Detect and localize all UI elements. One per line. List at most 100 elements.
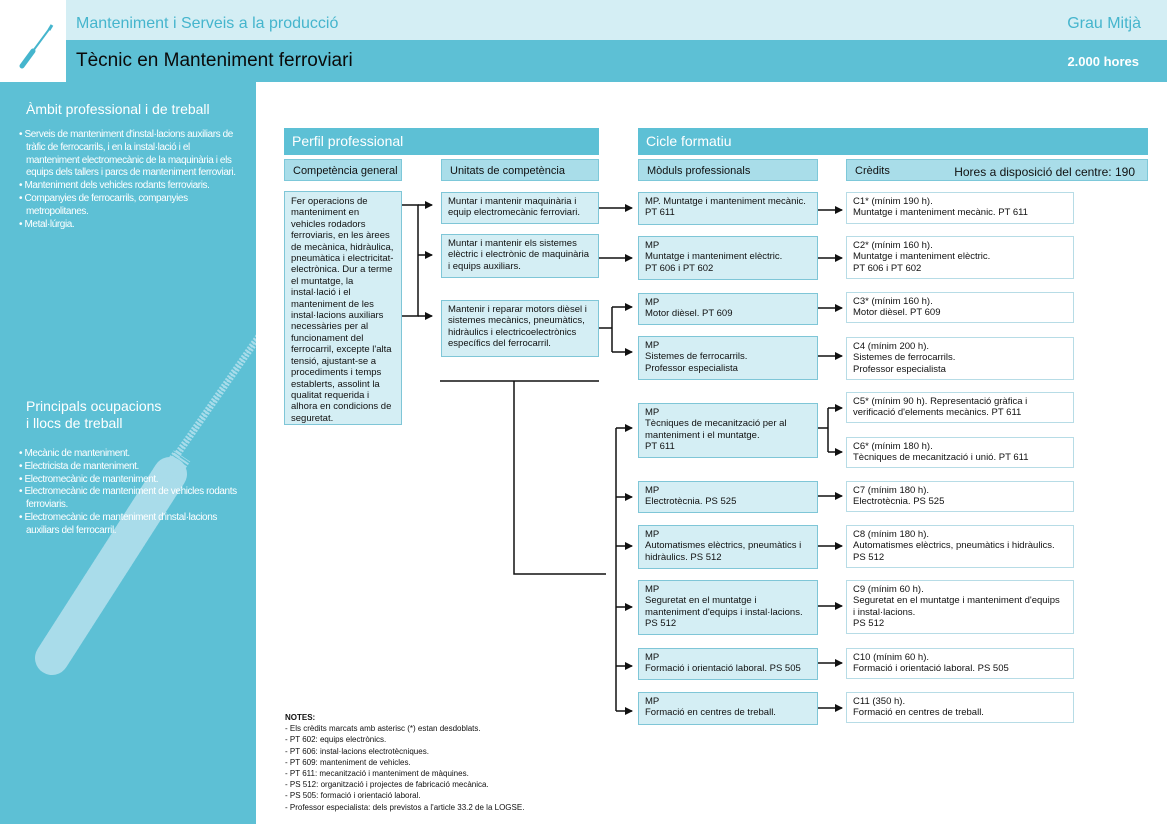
unitat-box: Muntar i mantenir els sistemes elèctric …: [441, 234, 599, 278]
modul-text: manteniment i el muntatge.: [645, 429, 760, 441]
modul-box: MP Electrotècnia. PS 525: [638, 481, 818, 513]
screwdriver-icon: [19, 24, 54, 69]
sidebar: Àmbit professional i de treball Serveis …: [0, 82, 256, 824]
credit-text: C6* (mínim 180 h).: [853, 441, 933, 452]
note-item: - PT 611: mecanització i manteniment de …: [285, 769, 469, 779]
page-title: Tècnic en Manteniment ferroviari: [76, 50, 353, 71]
header-title-band: [0, 40, 1167, 82]
credit-box: C3* (mínim 160 h). Motor dièsel. PT 609: [846, 292, 1074, 323]
modul-text: hidràulics. PS 512: [645, 551, 722, 563]
credit-text: Tècniques de mecanització i unió. PT 611: [853, 452, 1029, 464]
list-item: Companyies de ferrocarrils, companyies m…: [19, 193, 239, 219]
credit-box: C9 (mínim 60 h). Seguretat en el muntatg…: [846, 580, 1074, 634]
credit-box: C4 (mínim 200 h). Sistemes de ferrocarri…: [846, 337, 1074, 380]
modul-text: Professor especialista: [645, 362, 738, 374]
credit-text: Motor dièsel. PT 609: [853, 307, 941, 319]
list-item: Metal·lúrgia.: [19, 219, 239, 232]
modul-text: Seguretat en el muntatge i: [645, 595, 757, 607]
modul-text: MP: [645, 297, 660, 308]
modul-text: MP: [645, 240, 660, 251]
modul-text: Muntatge i manteniment elèctric.: [645, 251, 783, 263]
credit-text: Muntatge i manteniment mecànic. PT 611: [853, 207, 1028, 219]
credit-text: C5* (mínim 90 h). Representació gràfica …: [853, 396, 1028, 407]
grade-level: Grau Mitjà: [1067, 15, 1141, 32]
competencia-box: Fer operacions de manteniment en vehicle…: [284, 191, 402, 425]
credit-box: C5* (mínim 90 h). Representació gràfica …: [846, 392, 1074, 423]
modul-text: Formació en centres de treball.: [645, 707, 776, 719]
credits-header-label: Crèdits: [855, 165, 890, 177]
credit-text: Electrotècnia. PS 525: [853, 496, 945, 508]
unitats-header: Unitats de competència: [441, 159, 599, 181]
credit-text: C3* (mínim 160 h).: [853, 296, 933, 307]
modul-text: Sistemes de ferrocarrils.: [645, 351, 748, 363]
modul-text: Formació i orientació laboral. PS 505: [645, 663, 801, 675]
modul-text: MP: [645, 529, 660, 540]
credit-box: C7 (mínim 180 h). Electrotècnia. PS 525: [846, 481, 1074, 512]
ambit-list: Serveis de manteniment d'instal·lacions …: [19, 129, 239, 231]
unitat-box: Muntar i mantenir maquinària i equip ele…: [441, 192, 599, 224]
credit-box: C2* (mínim 160 h). Muntatge i mantenimen…: [846, 236, 1074, 279]
note-item: - PT 609: manteniment de vehicles.: [285, 757, 411, 767]
cicle-header: Cicle formatiu: [638, 128, 1148, 155]
credit-text: C7 (mínim 180 h).: [853, 485, 930, 496]
credit-text: C9 (mínim 60 h).: [853, 584, 924, 595]
modul-box: MP Tècniques de mecanització per al mant…: [638, 403, 818, 458]
ocupacions-list: Mecànic de manteniment. Electricista de …: [19, 448, 239, 538]
modul-text: PS 512: [645, 618, 677, 630]
credit-text: Formació i orientació laboral. PS 505: [853, 663, 1009, 675]
note-item: - Professor especialista: dels previstos…: [285, 802, 525, 812]
credit-text: C11 (350 h).: [853, 696, 906, 707]
list-item: Manteniment dels vehicles rodants ferrov…: [19, 180, 239, 193]
credit-text: Muntatge i manteniment elèctric.: [853, 251, 991, 263]
header-top-band: [0, 0, 1167, 40]
credit-text: C4 (mínim 200 h).: [853, 341, 930, 352]
modul-box: MP. Muntatge i manteniment mecànic. PT 6…: [638, 192, 818, 225]
modul-text: MP: [645, 584, 660, 595]
credit-text: C8 (mínim 180 h).: [853, 529, 930, 540]
modul-text: Tècniques de mecanització per al: [645, 418, 787, 430]
credit-text: Automatismes elèctrics, pneumàtics i hid…: [853, 540, 1055, 552]
modul-text: MP: [645, 340, 660, 351]
credit-text: PT 606 i PT 602: [853, 262, 922, 274]
modul-box: MP Formació i orientació laboral. PS 505: [638, 648, 818, 680]
modul-box: MP Automatismes elèctrics, pneumàtics i …: [638, 525, 818, 569]
modul-text: PT 606 i PT 602: [645, 262, 714, 274]
modul-text: PT 611: [645, 207, 675, 219]
modul-text: PT 611: [645, 441, 675, 453]
list-item: Electromecànic de manteniment de vehicle…: [19, 486, 239, 512]
note-item: - PS 512: organització i projectes de fa…: [285, 780, 489, 790]
perfil-header: Perfil professional: [284, 128, 599, 155]
credit-box: C6* (mínim 180 h). Tècniques de mecanitz…: [846, 437, 1074, 468]
ocupacions-title-line: Principals ocupacions: [26, 398, 162, 414]
unitat-box: Mantenir i reparar motors dièsel i siste…: [441, 300, 599, 357]
credit-text: C2* (mínim 160 h).: [853, 240, 933, 251]
ocupacions-title-line: i llocs de treball: [26, 415, 123, 431]
credit-box: C11 (350 h). Formació en centres de treb…: [846, 692, 1074, 723]
credit-text: C1* (mínim 190 h).: [853, 196, 933, 207]
modul-box: MP Muntatge i manteniment elèctric. PT 6…: [638, 236, 818, 280]
notes-title: NOTES:: [285, 713, 316, 722]
professional-family: Manteniment i Serveis a la producció: [76, 15, 339, 32]
credit-text: Professor especialista: [853, 363, 946, 375]
modul-box: MP Formació en centres de treball.: [638, 692, 818, 725]
ambit-title: Àmbit professional i de treball: [26, 101, 210, 117]
note-item: - PT 606: instal·lacions electrotècnique…: [285, 746, 429, 756]
credit-box: C8 (mínim 180 h). Automatismes elèctrics…: [846, 525, 1074, 568]
credit-text: verificació d'elements mecànics. PT 611: [853, 407, 1022, 419]
modul-text: manteniment d'equips i instal·lacions.: [645, 606, 803, 618]
moduls-header: Mòduls professionals: [638, 159, 818, 181]
competencia-header: Competència general: [284, 159, 402, 181]
modul-box: MP Seguretat en el muntatge i mantenimen…: [638, 580, 818, 635]
modul-text: MP: [645, 407, 660, 418]
credit-text: Sistemes de ferrocarrils.: [853, 352, 956, 364]
credits-header: Crèdits Hores a disposició del centre: 1…: [846, 159, 1148, 181]
credit-box: C10 (mínim 60 h). Formació i orientació …: [846, 648, 1074, 679]
hores-centre: Hores a disposició del centre: 190: [954, 165, 1135, 179]
modul-box: MP Sistemes de ferrocarrils. Professor e…: [638, 336, 818, 380]
modul-text: MP: [645, 485, 660, 496]
total-hours: 2.000 hores: [1067, 54, 1139, 69]
list-item: Electromecànic de manteniment d'instal·l…: [19, 512, 239, 538]
credit-text: PS 512: [853, 618, 885, 630]
modul-text: Automatismes elèctrics, pneumàtics i: [645, 540, 802, 552]
